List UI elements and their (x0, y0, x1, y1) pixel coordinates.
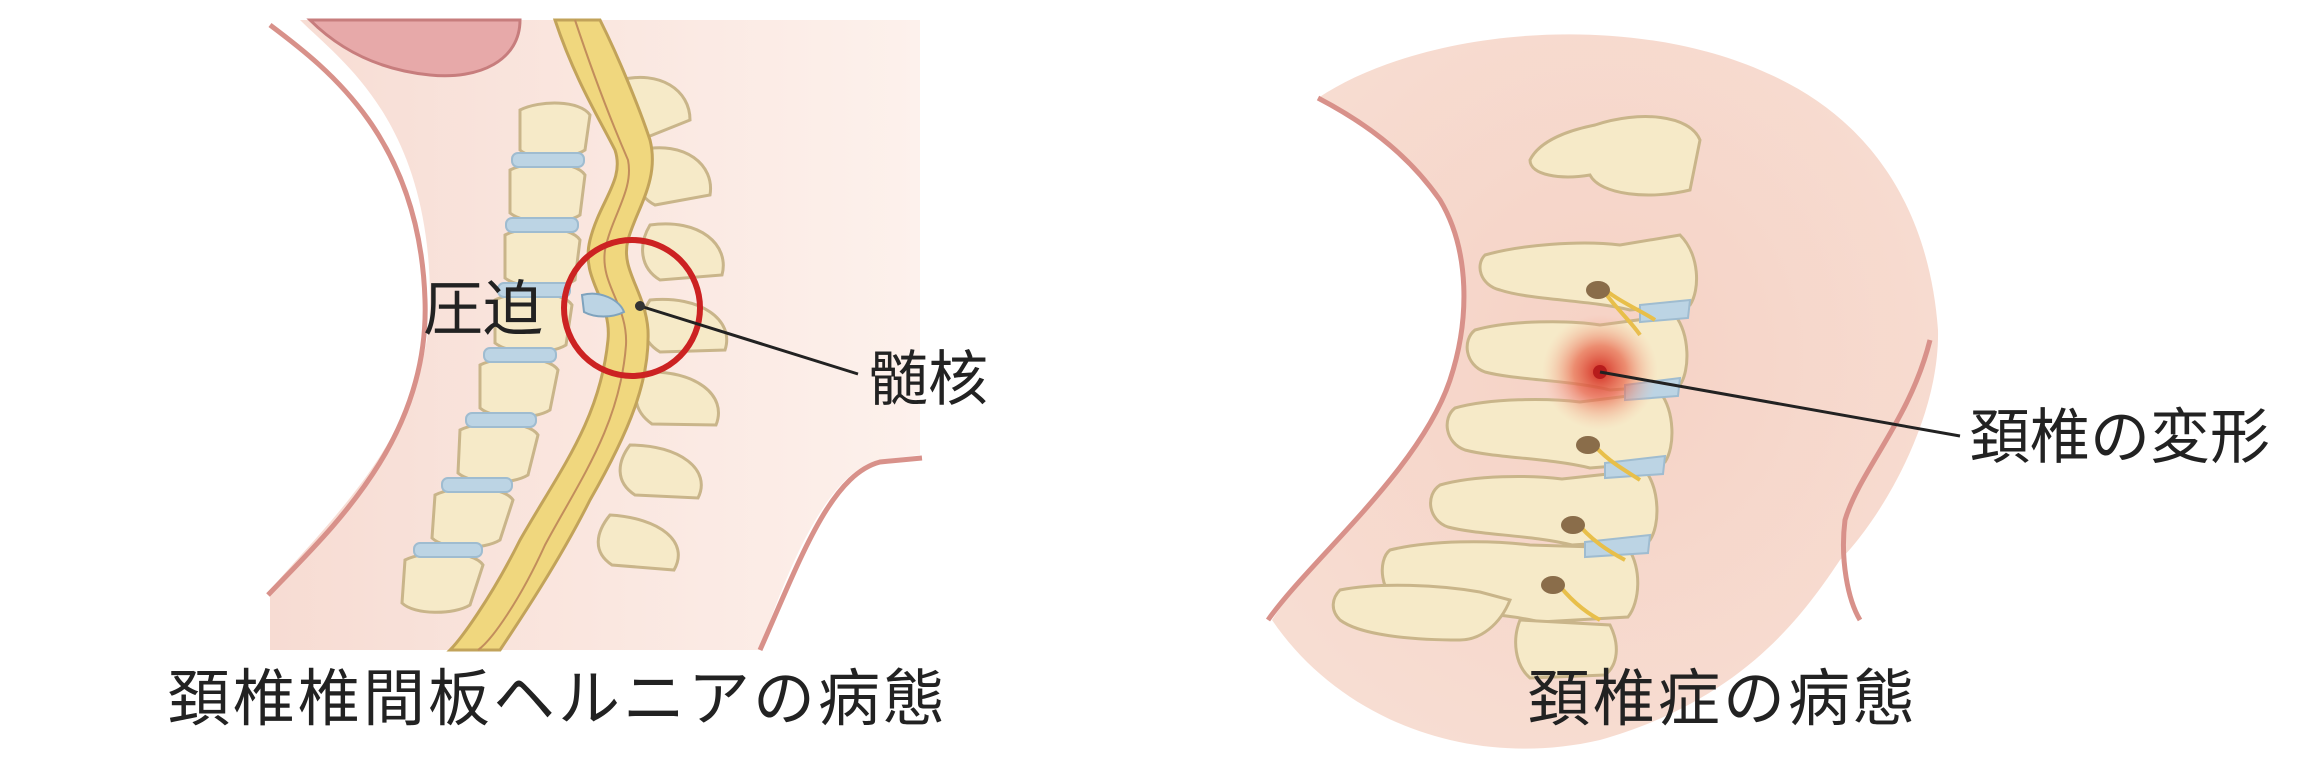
neck-back-outline-right (1841, 339, 1933, 622)
brain-region (306, 18, 522, 78)
foramen-marks (1541, 281, 1610, 594)
nucleus-leader-line (639, 304, 859, 376)
herniated-disc (580, 292, 626, 318)
neck-front-outline (266, 23, 428, 597)
neck-tissue (270, 20, 920, 650)
herniation-illustration: 圧迫 髄核 頚椎椎間板ヘルニアの病態 (168, 18, 988, 735)
intervertebral-discs (413, 152, 585, 558)
neck-back-outline (757, 455, 923, 652)
neck-front-outline-right (1265, 95, 1467, 622)
spondylosis-illustration: 頚椎の変形 頚椎症の病態 (1265, 34, 2270, 749)
caption-spondylosis: 頚椎症の病態 (1528, 662, 1918, 735)
label-deformation: 頚椎の変形 (1970, 403, 2270, 473)
compression-highlight-circle (561, 237, 703, 379)
label-compression: 圧迫 (423, 275, 543, 345)
nucleus-leader-dot (635, 301, 645, 311)
caption-herniation: 頚椎椎間板ヘルニアの病態 (168, 662, 948, 735)
label-nucleus: 髄核 (868, 345, 988, 415)
deformation-leader-line (1599, 370, 1961, 438)
spinal-cord (446, 18, 654, 652)
